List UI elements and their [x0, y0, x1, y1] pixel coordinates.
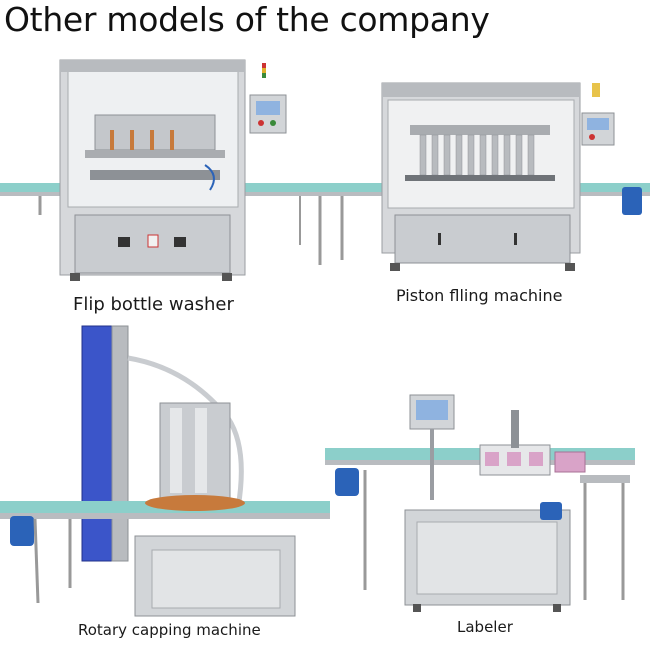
- piston-filling-machine-image: [330, 82, 650, 271]
- caption-labeler: Labeler: [457, 618, 513, 636]
- caption-piston-filling-machine: Piston flling machine: [396, 286, 563, 305]
- page-title: Other models of the company: [4, 0, 490, 39]
- caption-flip-bottle-washer: Flip bottle washer: [73, 294, 234, 315]
- caption-rotary-capping-machine: Rotary capping machine: [78, 621, 261, 639]
- rotary-capping-machine-image: [0, 325, 330, 617]
- flip-bottle-washer-image: [0, 59, 330, 281]
- labeler-image: [325, 394, 635, 612]
